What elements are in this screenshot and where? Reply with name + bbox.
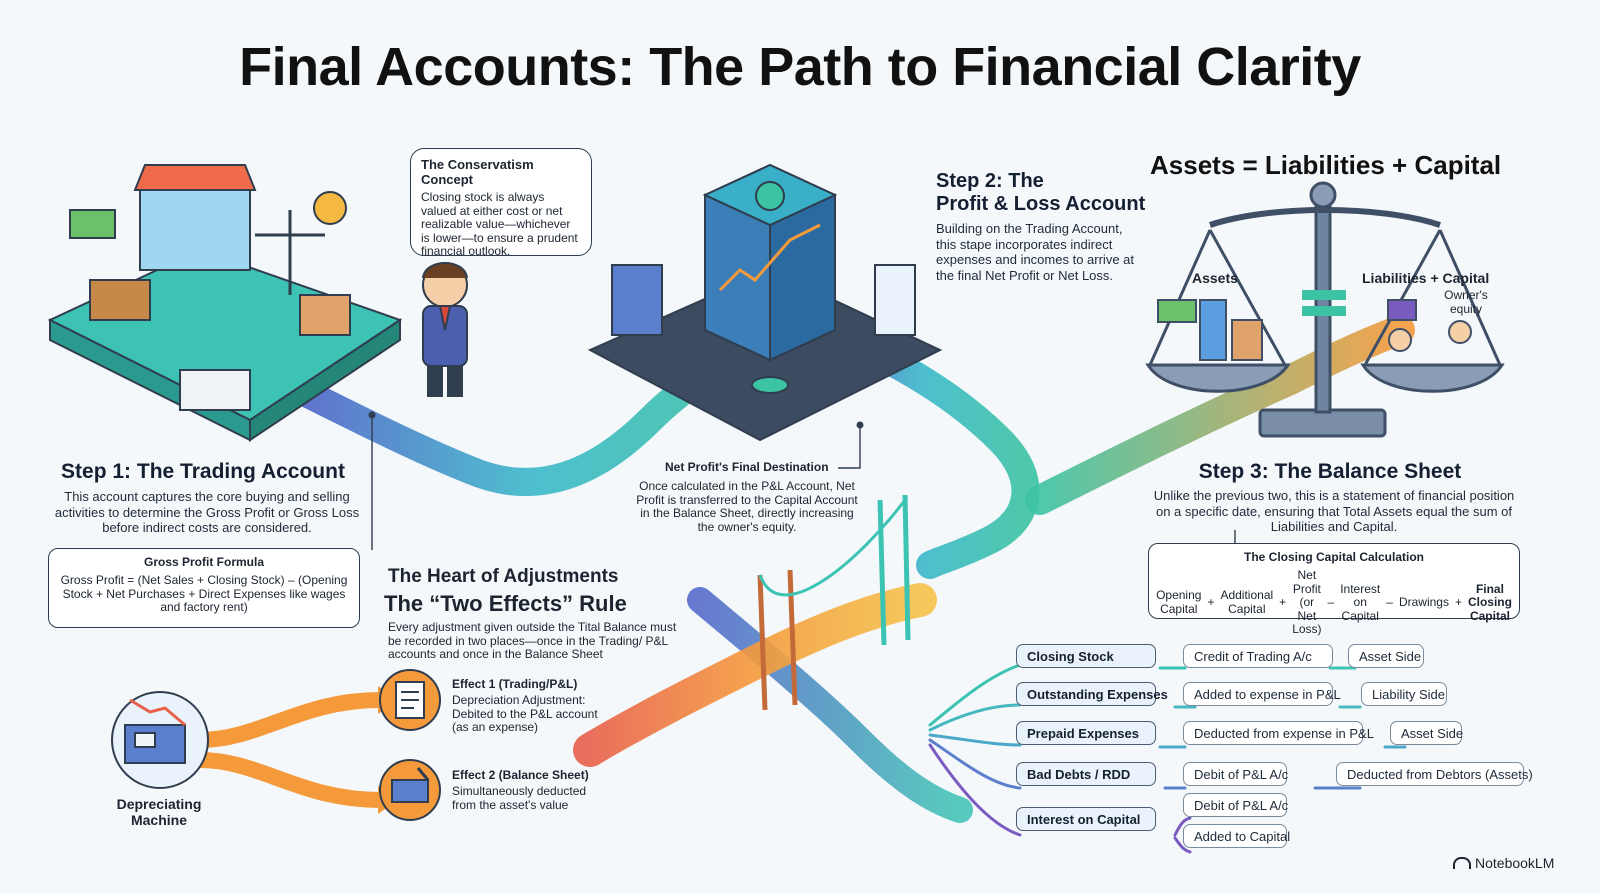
- adjustments-heading-line1: The Heart of Adjustments: [388, 566, 619, 587]
- tree-effect: Debit of P&L A/c: [1183, 762, 1288, 786]
- tree-item-outstanding-expenses: Outstanding Expenses: [1016, 682, 1168, 706]
- conservatism-bubble: The Conservatism Concept Closing stock i…: [410, 148, 592, 258]
- tree-item-prepaid-expenses: Prepaid Expenses: [1016, 721, 1156, 745]
- scale-liabilities-capital-label: Liabilities + Capital: [1362, 270, 1490, 286]
- calc-term: Drawings: [1398, 595, 1449, 609]
- conservatism-title: The Conservatism Concept: [421, 157, 534, 187]
- tree-item-closing-stock: Closing Stock: [1016, 644, 1156, 668]
- closing-capital-box: The Closing Capital Calculation Opening …: [1148, 543, 1520, 636]
- net-profit-body: Once calculated in the P&L Account, Net …: [636, 479, 858, 534]
- brand-mark: NotebookLM: [1453, 855, 1554, 871]
- calc-op: –: [1386, 595, 1393, 609]
- calc-term: Opening Capital: [1156, 588, 1202, 616]
- machine-label: Depreciating Machine: [116, 796, 202, 828]
- effect1-document-icon: [379, 669, 441, 731]
- calc-op: +: [1279, 595, 1287, 609]
- calc-term: Interest on Capital: [1340, 581, 1381, 623]
- scale-assets-label: Assets: [1192, 270, 1238, 286]
- step2-heading-line1: Step 2: The: [936, 170, 1044, 192]
- balance-scale-illustration: [1145, 181, 1505, 438]
- owner-equity-note: Owner's equity: [1444, 288, 1488, 316]
- effect2-title: Effect 2 (Balance Sheet): [452, 768, 589, 782]
- tree-effect: Deducted from Debtors (Assets): [1336, 762, 1533, 786]
- notebooklm-logo-icon: [1453, 857, 1471, 869]
- tree-effect: Credit of Trading A/c: [1183, 644, 1333, 668]
- effect2-machine-icon: [379, 759, 441, 821]
- tree-branches: [928, 663, 1407, 854]
- step1-body: This account captures the core buying an…: [54, 489, 360, 535]
- closing-capital-formula: Opening Capital + Additional Capital + N…: [1156, 568, 1512, 637]
- formula-text: Gross Profit = (Net Sales + Closing Stoc…: [60, 573, 348, 614]
- brand-label: NotebookLM: [1475, 855, 1555, 871]
- calc-op: +: [1207, 595, 1215, 609]
- closing-capital-title: The Closing Capital Calculation: [1243, 550, 1425, 564]
- calc-op: –: [1327, 595, 1335, 609]
- step3-heading: Step 3: The Balance Sheet: [1198, 460, 1462, 483]
- tree-effect: Asset Side: [1390, 721, 1463, 745]
- step1-heading: Step 1: The Trading Account: [61, 460, 345, 483]
- step3-body: Unlike the previous two, this is a state…: [1153, 488, 1515, 534]
- formula-title: Gross Profit Formula: [143, 555, 265, 569]
- tree-effect: Deducted from expense in P&L: [1183, 721, 1374, 745]
- effect1-title: Effect 1 (Trading/P&L): [452, 677, 578, 691]
- step2-heading: Step 2: The Profit & Loss Account: [936, 170, 1156, 216]
- calc-term-result: Final Closing Capital: [1467, 581, 1512, 623]
- depreciating-machine-illustration: [111, 691, 209, 789]
- thinking-man-illustration: [422, 262, 468, 397]
- tree-effect: Asset Side: [1348, 644, 1424, 668]
- tree-item-interest-on-capital: Interest on Capital: [1016, 807, 1156, 831]
- calc-term: Net Profit (or Net Loss): [1292, 568, 1322, 636]
- effect1-body: Depreciation Adjustment: Debited to the …: [452, 693, 598, 734]
- tree-effect: Added to Capital: [1183, 824, 1290, 848]
- calc-op: +: [1454, 595, 1462, 609]
- calc-term: Additional Capital: [1220, 588, 1274, 616]
- step2-heading-line2: Profit & Loss Account: [936, 193, 1146, 215]
- marketplace-illustration: [47, 164, 403, 442]
- adjustments-heading-line2: The “Two Effects” Rule: [384, 591, 627, 616]
- tree-item-bad-debts-rdd: Bad Debts / RDD: [1016, 762, 1156, 786]
- tree-effect: Liability Side: [1361, 682, 1447, 706]
- conservatism-body: Closing stock is always valued at either…: [421, 190, 578, 258]
- effect2-body: Simultaneously deducted from the asset's…: [452, 784, 587, 812]
- accounting-equation: Assets = Liabilities + Capital: [1150, 150, 1502, 180]
- net-profit-title: Net Profit's Final Destination: [665, 460, 829, 474]
- page-title: Final Accounts: The Path to Financial Cl…: [239, 37, 1361, 97]
- gross-profit-formula-box: Gross Profit Formula Gross Profit = (Net…: [48, 548, 360, 628]
- tree-effect: Debit of P&L A/c: [1183, 793, 1288, 817]
- suspension-bridge: [757, 494, 911, 711]
- tree-effect: Added to expense in P&L: [1183, 682, 1341, 706]
- step2-body: Building on the Trading Account, this st…: [936, 221, 1134, 283]
- office-building-illustration: [587, 163, 943, 442]
- adjustments-body: Every adjustment given outside the Tital…: [388, 620, 677, 661]
